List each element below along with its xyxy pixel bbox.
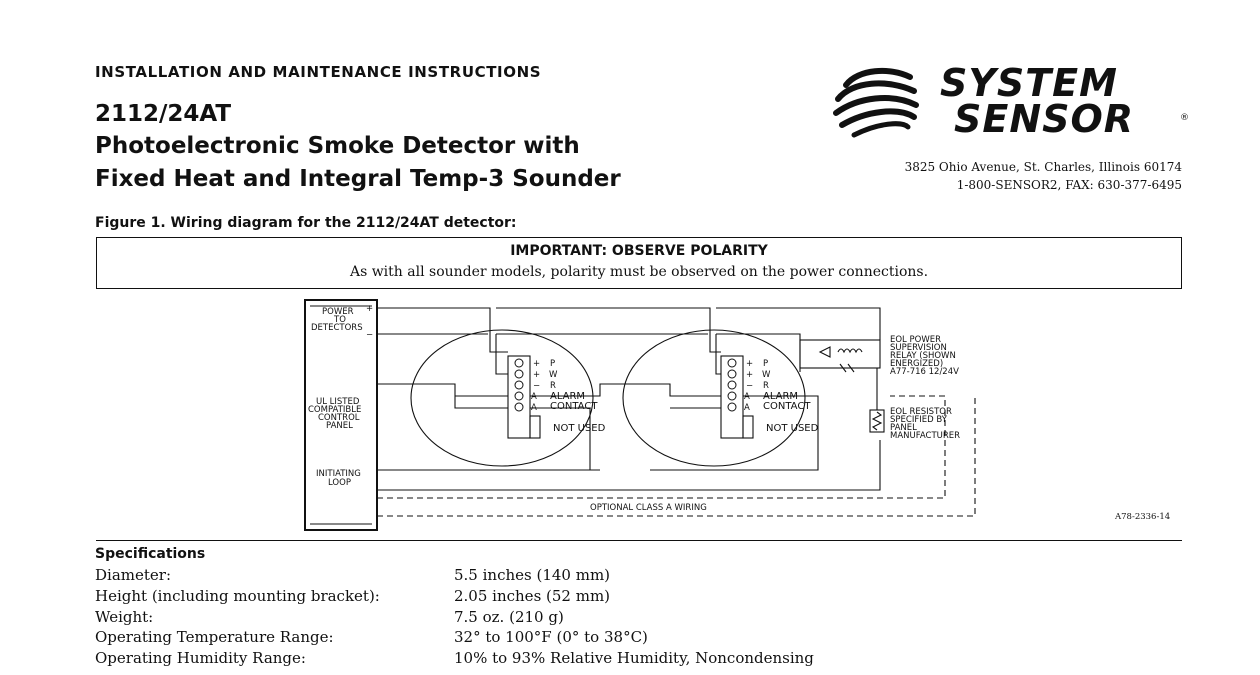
brand-name-line-2: SENSOR [954,97,1135,141]
det1-terminal-letter-p: P [550,359,555,369]
eol-relay-label-3: RELAY (SHOWN [890,351,956,361]
product-title-line-2: Fixed Heat and Integral Temp-3 Sounder [95,166,621,192]
spec-label-weight: Weight: [95,608,154,626]
eol-relay-label-5: A77-716 12/24V [890,367,959,377]
det2-terminal-polarity-2: + [746,370,753,380]
det2-alarm-label-1: ALARM [763,391,798,402]
panel-plus: + [366,304,373,314]
det2-terminal-polarity-3: − [746,381,753,391]
panel-loop-label-1: INITIATING [316,469,361,479]
det1-terminal-polarity-5: A [531,403,537,413]
brand-name-line-1: SYSTEM [940,61,1118,105]
det1-terminal-polarity-3: − [533,381,540,391]
panel-name-label-1: UL LISTED [316,397,360,407]
panel-name-label-4: PANEL [326,421,353,431]
product-title-line-1: Photoelectronic Smoke Detector with [95,133,580,159]
eol-relay-label-2: SUPERVISION [890,343,947,353]
section-divider [96,540,1182,541]
drawing-number: A78-2336-14 [1114,512,1170,522]
panel-name-label-2: COMPATIBLE [308,405,361,415]
model-number: 2112/24AT [95,101,232,127]
det1-terminal-polarity-4: A [531,392,537,402]
polarity-notice-box: IMPORTANT: OBSERVE POLARITY As with all … [96,237,1182,289]
eol-resistor-label-1: EOL RESISTOR [890,407,952,417]
spec-label-diameter: Diameter: [95,566,171,584]
panel-power-label-3: DETECTORS [311,323,363,333]
system-sensor-swirl-logo-icon [833,67,919,138]
polarity-notice-title: IMPORTANT: OBSERVE POLARITY [510,243,768,259]
det1-alarm-label-1: ALARM [550,391,585,402]
eol-relay-label-1: EOL POWER [890,335,941,345]
spec-label-operating-temperature: Operating Temperature Range: [95,628,334,646]
eol-resistor-label-2: SPECIFIED BY [890,415,948,425]
det1-terminal-letter-w: W [549,370,558,380]
optional-wiring-label: OPTIONAL CLASS A WIRING [590,503,707,513]
company-address: 3825 Ohio Avenue, St. Charles, Illinois … [904,160,1182,174]
spec-value-operating-humidity: 10% to 93% Relative Humidity, Noncondens… [454,649,814,667]
spec-label-operating-humidity: Operating Humidity Range: [95,649,306,667]
det2-alarm-label-2: CONTACT [763,401,811,412]
eol-resistor-label-4: MANUFACTURER [890,431,960,441]
det2-terminal-polarity-1: + [746,359,753,369]
det2-terminal-letter-r: R [763,381,769,391]
registered-mark: ® [1180,113,1189,123]
spec-value-diameter: 5.5 inches (140 mm) [454,566,611,584]
det1-terminal-letter-r: R [550,381,556,391]
panel-minus: − [366,330,373,340]
company-phone: 1-800-SENSOR2, FAX: 630-377-6495 [956,178,1182,192]
det2-not-used-label: NOT USED [766,423,819,434]
det2-terminal-letter-w: W [762,370,771,380]
det1-terminal-polarity-1: + [533,359,540,369]
panel-name-label-3: CONTROL [318,413,360,423]
spec-value-operating-temperature: 32° to 100°F (0° to 38°C) [454,628,648,646]
document-type: INSTALLATION AND MAINTENANCE INSTRUCTION… [95,63,542,81]
spec-value-height: 2.05 inches (52 mm) [454,587,611,605]
det2-terminal-polarity-4: A [744,392,750,402]
panel-power-label-1: POWER [322,307,354,317]
det2-terminal-polarity-5: A [744,403,750,413]
figure-caption: Figure 1. Wiring diagram for the 2112/24… [95,215,517,231]
specifications-heading: Specifications [95,546,206,562]
panel-loop-label-2: LOOP [328,478,351,488]
spec-value-weight: 7.5 oz. (210 g) [454,608,564,626]
panel-power-label-2: TO [333,315,346,325]
det1-terminal-polarity-2: + [533,370,540,380]
det1-not-used-label: NOT USED [553,423,606,434]
eol-resistor-label-3: PANEL [890,423,917,433]
brand-logo: SYSTEM SENSOR ® [828,61,1189,143]
spec-label-height: Height (including mounting bracket): [95,587,380,605]
eol-relay-label-4: ENERGIZED) [890,359,943,369]
det1-alarm-label-2: CONTACT [550,401,598,412]
polarity-notice-text: As with all sounder models, polarity mus… [349,264,929,280]
det2-terminal-letter-p: P [763,359,768,369]
